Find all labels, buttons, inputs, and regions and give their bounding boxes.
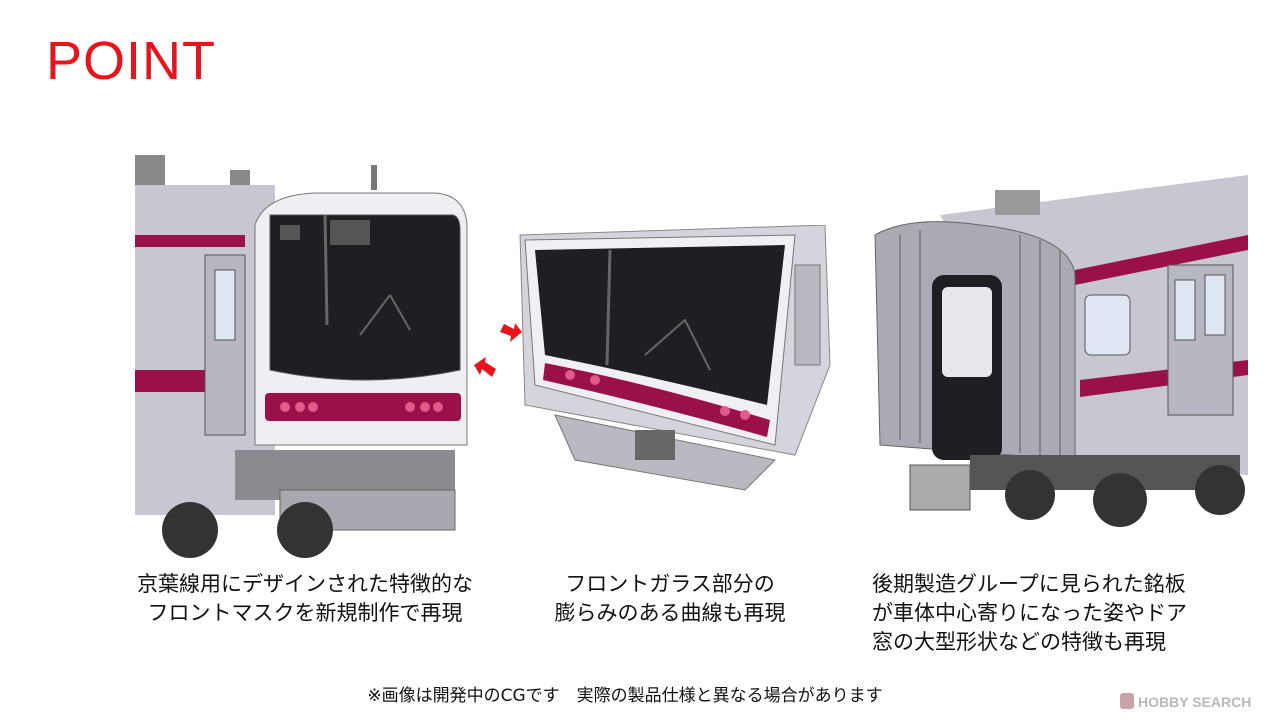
- disclaimer-note: ※画像は開発中のCGです 実際の製品仕様と異なる場合があります: [367, 686, 883, 706]
- train-windshield-cg-image: [519, 225, 831, 491]
- train-front-cg-image: [135, 155, 468, 558]
- train-side-cg-image: [874, 175, 1248, 527]
- point-caption-1: 京葉線用にデザインされた特徴的な フロントマスクを新規制作で再現: [137, 572, 473, 625]
- point-caption-3: 後期製造グループに見られた銘板 が車体中心寄りになった姿やドア 窓の大型形状など…: [872, 572, 1187, 654]
- arrow-right-icon: [500, 323, 522, 342]
- watermark-logo: HOBBY SEARCH: [1118, 690, 1268, 712]
- arrow-left-icon: [474, 357, 496, 377]
- page-title: POINT: [46, 31, 217, 91]
- svg-text:HOBBY SEARCH: HOBBY SEARCH: [1138, 694, 1251, 710]
- point-caption-2: フロントガラス部分の 膨らみのある曲線も再現: [554, 572, 786, 625]
